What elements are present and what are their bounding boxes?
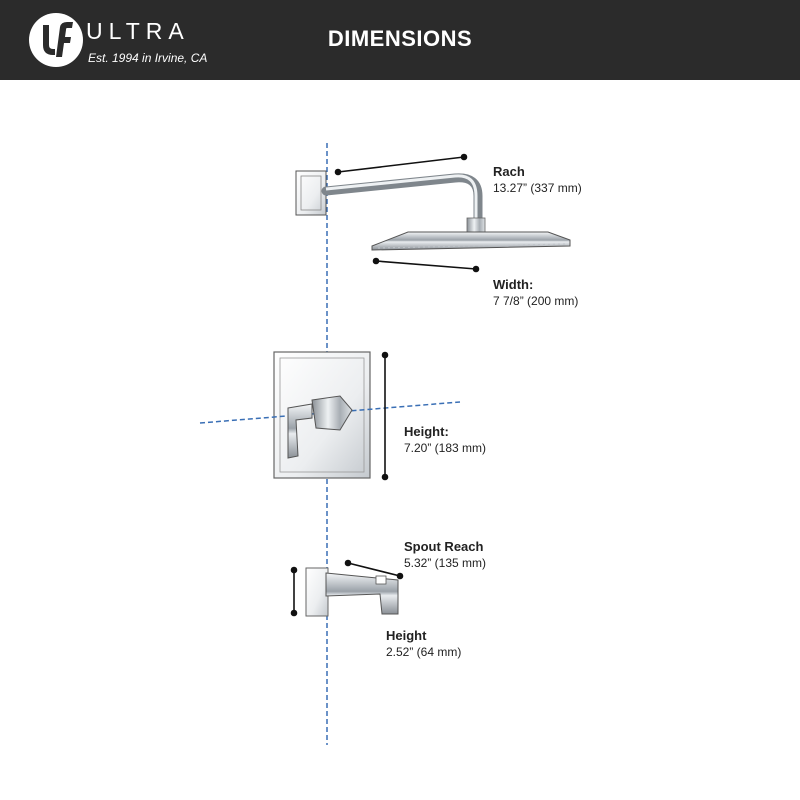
reach-label-title: Rach [493, 164, 525, 179]
width-label-title: Width: [493, 277, 534, 292]
spout-reach-dimension-line [347, 562, 401, 577]
shower-head [371, 231, 571, 251]
valve-height-label-value: 7.20” (183 mm) [404, 441, 487, 455]
shower-arm [321, 173, 483, 225]
ultra-logo-icon [29, 13, 83, 67]
header-bar: ULTRA Est. 1994 in Irvine, CA DIMENSIONS [0, 0, 800, 80]
spout-reach-label-title: Spout Reach [404, 539, 484, 554]
width-label-value: 7 7/8” (200 mm) [493, 294, 579, 308]
valve-handle [287, 395, 353, 459]
valve-height-label-title: Height: [404, 424, 449, 439]
width-label: Width: 7 7/8” (200 mm) [493, 277, 578, 308]
reach-label: Rach 13.27” (337 mm) [493, 164, 582, 195]
page-title: DIMENSIONS [327, 26, 473, 51]
spout-height-label: Height 2.52” (64 mm) [386, 628, 461, 659]
width-dimension-line [375, 260, 477, 270]
brand-tagline: Est. 1994 in Irvine, CA [88, 51, 208, 65]
dimension-diagram [199, 143, 571, 745]
tub-spout [305, 567, 399, 617]
spout-reach-label-value: 5.32” (135 mm) [404, 556, 487, 570]
spout-height-label-title: Height [386, 628, 427, 643]
reach-label-value: 13.27” (337 mm) [493, 181, 582, 195]
brand-name: ULTRA [86, 18, 190, 44]
shower-arm-flange [295, 170, 327, 216]
spout-reach-label: Spout Reach 5.32” (135 mm) [404, 539, 486, 570]
spout-height-label-value: 2.52” (64 mm) [386, 645, 462, 659]
reach-dimension-line [337, 156, 465, 173]
valve-height-label: Height: 7.20” (183 mm) [404, 424, 486, 455]
